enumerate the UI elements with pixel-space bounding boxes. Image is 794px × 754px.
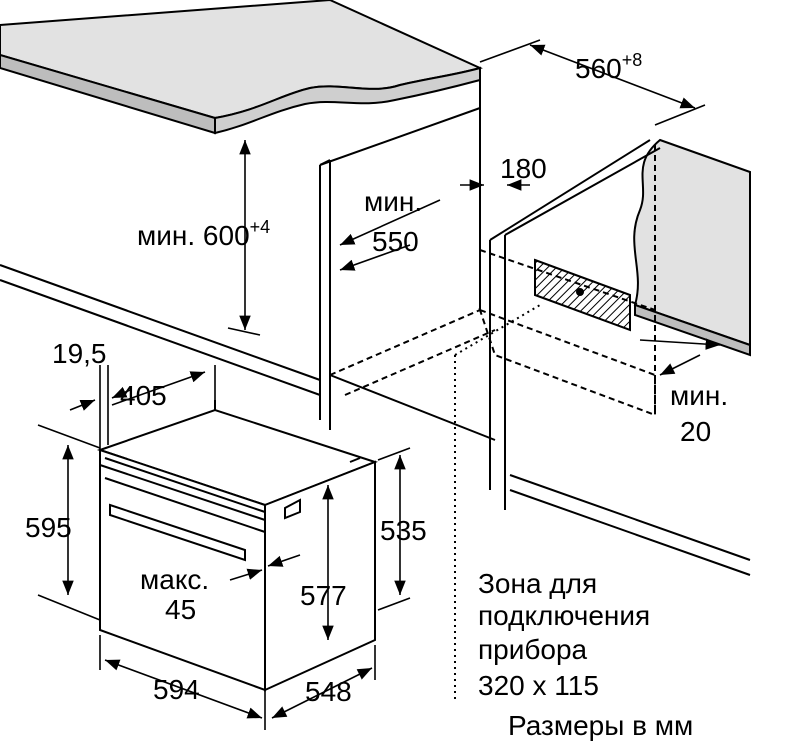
dim-180: 180 xyxy=(500,153,547,184)
cabinet-niche xyxy=(0,68,751,700)
dim-560-tolerance: +8 xyxy=(621,50,643,70)
dim-600-prefix: мин. xyxy=(137,220,196,251)
dim-45-prefix: макс. xyxy=(140,564,210,595)
countertop xyxy=(0,0,483,135)
side-counter xyxy=(633,138,751,357)
connection-zone-line3: прибора xyxy=(478,634,588,665)
dim-600-value: 600 xyxy=(202,220,250,251)
connection-zone-line1: Зона для xyxy=(478,568,598,599)
dim-19-5: 19,5 xyxy=(52,338,107,369)
dim-594: 594 xyxy=(153,674,200,705)
dim-600-tolerance: +4 xyxy=(249,217,271,237)
units-note: Размеры в мм xyxy=(508,710,694,741)
dim-550-value: 550 xyxy=(372,226,419,257)
dim-577: 577 xyxy=(300,580,347,611)
dim-600: мин. 600+4 xyxy=(137,218,270,251)
dim-45-value: 45 xyxy=(165,594,197,625)
oven xyxy=(96,400,378,692)
dim-595: 595 xyxy=(25,512,72,543)
dim-535: 535 xyxy=(380,515,427,546)
connection-zone xyxy=(534,258,631,332)
dim-548: 548 xyxy=(305,676,352,707)
dim-550-prefix: мин. xyxy=(364,186,423,217)
dim-560-value: 560 xyxy=(575,53,622,84)
dimension-lines xyxy=(37,39,721,730)
dim-405: 405 xyxy=(120,380,167,411)
dim-20-prefix: мин. xyxy=(670,380,729,411)
dim-20-value: 20 xyxy=(680,416,712,447)
connection-zone-size: 320 x 115 xyxy=(478,670,599,701)
connection-zone-line2: подключения xyxy=(478,600,651,631)
dim-560: 560+8 xyxy=(575,51,642,84)
